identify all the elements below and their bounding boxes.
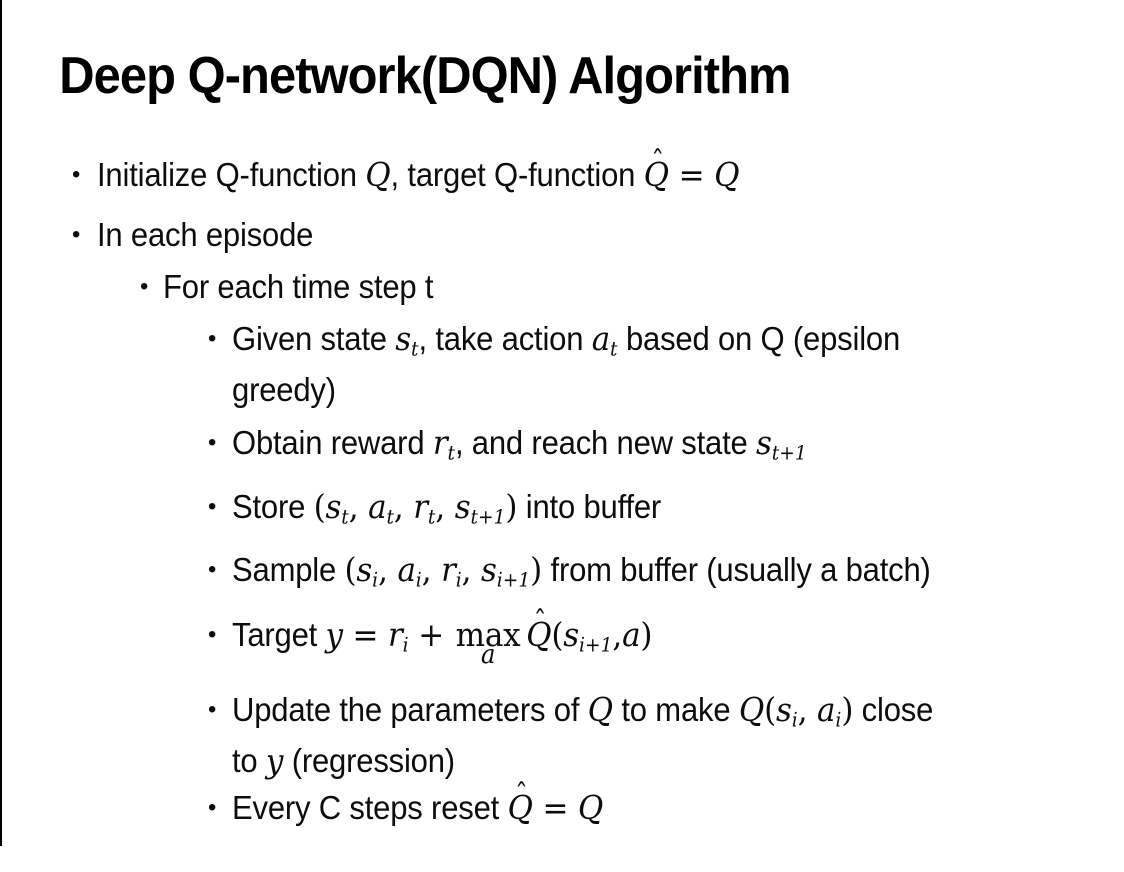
bullet-text: Given state st, take action at based on …	[232, 319, 901, 409]
bullet-icon: •	[72, 161, 81, 188]
bullet-item: • Store (st, at, rt, st+1) into buffer	[0, 486, 1124, 537]
bullet-text: Store (st, at, rt, st+1) into buffer	[232, 486, 662, 529]
bullet-icon: •	[72, 221, 81, 248]
bullet-icon: •	[208, 429, 217, 457]
slide-left-edge	[0, 0, 2, 846]
bullet-text: In each episode	[97, 216, 314, 253]
bullet-item: • Given state st, take action at based on…	[0, 318, 1124, 410]
bullet-icon: •	[208, 794, 217, 822]
bullet-icon: •	[208, 325, 217, 352]
bullet-list: • Initialize Q-function Q, target Q-funct…	[0, 145, 1124, 828]
bullet-item: • Initialize Q-function Q, target Q-funct…	[0, 145, 1124, 195]
bullet-item: • Obtain reward rt, and reach new state s…	[0, 422, 1124, 473]
bullet-icon: •	[208, 492, 217, 520]
bullet-text: For each time step t	[163, 268, 434, 305]
bullet-item: • Update the parameters of Q to make Q(si…	[0, 689, 1124, 781]
bullet-icon: •	[208, 556, 217, 584]
bullet-text: Initialize Q-function Q, target Q-functi…	[97, 145, 740, 194]
bullet-text: Obtain reward rt, and reach new state st…	[232, 423, 807, 465]
bullet-item: • For each time step t	[0, 266, 1124, 307]
bullet-icon: •	[208, 621, 217, 649]
bullet-item: • In each episode	[0, 214, 1124, 255]
bullet-icon: •	[208, 695, 217, 723]
bullet-item: • Sample (si, ai, ri, si+1) from buffer (…	[0, 549, 1124, 600]
bullet-text: Sample (si, ai, ri, si+1) from buffer (u…	[232, 550, 931, 592]
bullet-text: Update the parameters of Q to make Q(si,…	[232, 689, 934, 781]
bullet-icon: •	[140, 273, 149, 300]
slide-title: Deep Q-network(DQN) Algorithm	[59, 47, 791, 105]
